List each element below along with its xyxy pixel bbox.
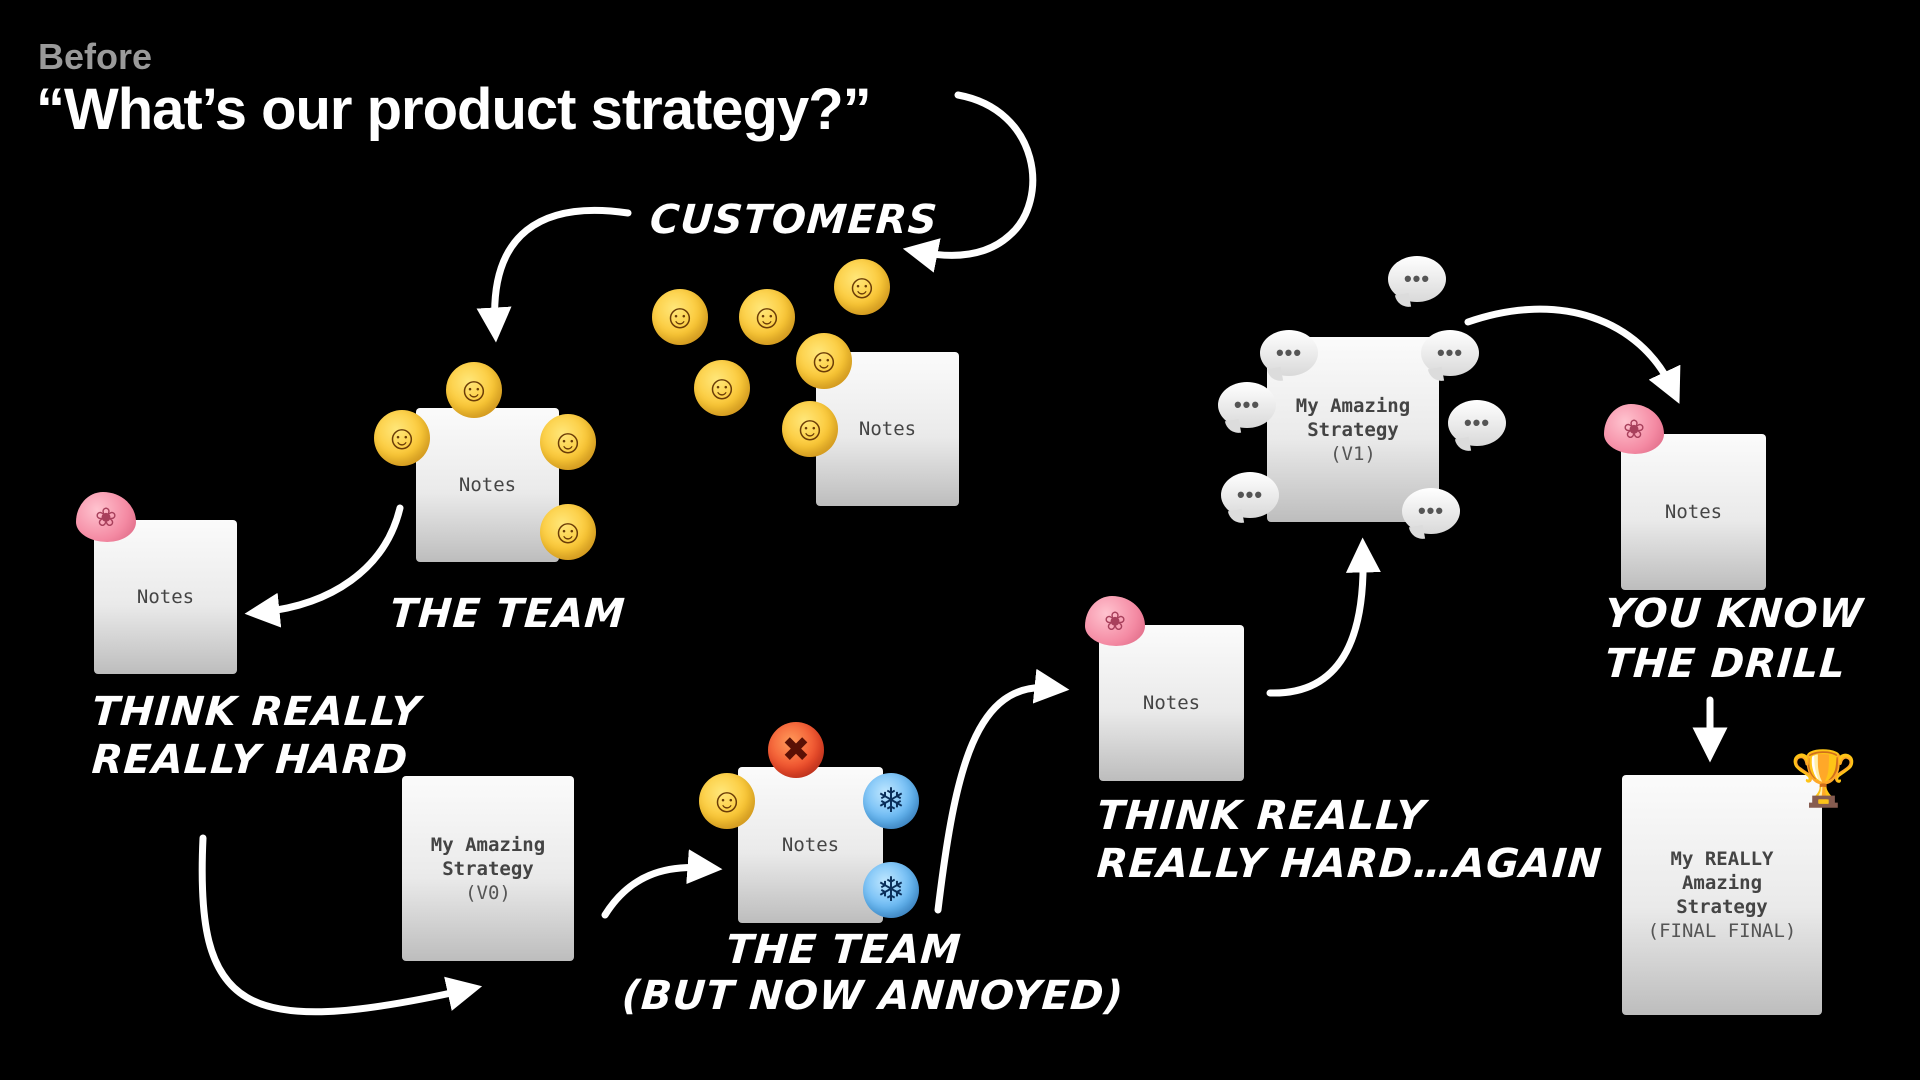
speech-bubble-icon: ••• <box>1218 382 1276 428</box>
smiling-face-icon: ☺ <box>782 401 838 457</box>
smiling-face-icon: ☺ <box>796 333 852 389</box>
strategy-v1-line1: My Amazing <box>1295 394 1411 417</box>
strategy-final-version: (FINAL FINAL) <box>1647 920 1797 942</box>
smiling-face-icon: ☺ <box>652 289 708 345</box>
strategy-v1-card: My Amazing Strategy (V1) <box>1267 337 1439 522</box>
strategy-v0-line1: My Amazing <box>430 833 546 856</box>
arrow-team-annoyed-to-think-again <box>934 668 1070 914</box>
strategy-v0-card: My Amazing Strategy (V0) <box>402 776 574 961</box>
arrow-v0-to-team-annoyed <box>601 849 723 919</box>
strategy-final-card: My REALLY Amazing Strategy (FINAL FINAL) <box>1622 775 1822 1015</box>
cold-face-icon: ❄ <box>863 773 919 829</box>
strategy-final-line1: My REALLY <box>1670 848 1774 870</box>
strategy-v0-version: (V0) <box>465 881 511 904</box>
dizzy-face-icon: ☺ <box>699 773 755 829</box>
notes-card-team-annoyed: Notes <box>738 767 883 923</box>
angry-face-icon: ✖ <box>768 722 824 778</box>
strategy-final-line3: Strategy <box>1676 896 1768 918</box>
notes-card-drill: Notes <box>1621 434 1766 590</box>
smiling-face-icon: ☺ <box>694 360 750 416</box>
brain-icon: ❀ <box>76 492 136 542</box>
screaming-face-icon: ❄ <box>863 862 919 918</box>
smiling-face-icon: ☺ <box>834 259 890 315</box>
label-drill-line2: THE DRILL <box>1603 641 1848 687</box>
arrow-think-again-to-v1 <box>1266 537 1381 697</box>
notes-card-label: Notes <box>1142 692 1201 714</box>
label-customers: CUSTOMERS <box>648 197 940 243</box>
notes-card-think: Notes <box>94 520 237 674</box>
notes-card-team: Notes <box>416 408 559 562</box>
notes-card-label: Notes <box>781 834 840 856</box>
label-the-team: THE TEAM <box>388 591 627 637</box>
brain-icon: ❀ <box>1085 596 1145 646</box>
brain-icon: ❀ <box>1604 404 1664 454</box>
notes-card-label: Notes <box>1664 501 1723 523</box>
label-think-hard-line1: THINK REALLY <box>90 689 423 735</box>
speech-bubble-icon: ••• <box>1402 488 1460 534</box>
arrow-v1-to-notes <box>1464 305 1681 404</box>
speech-bubble-icon: ••• <box>1421 330 1479 376</box>
label-team-annoyed-line2: (BUT NOW ANNOYED) <box>620 973 1126 1019</box>
notes-card-think-again: Notes <box>1099 625 1244 781</box>
arrow-customers-to-team <box>476 206 632 343</box>
arrow-team-to-think <box>244 504 404 628</box>
money-face-icon: ☺ <box>374 410 430 466</box>
strategy-v0-line2: Strategy <box>442 857 534 880</box>
speech-bubble-icon: ••• <box>1448 400 1506 446</box>
notes-card-label: Notes <box>858 418 917 440</box>
notes-card-label: Notes <box>136 586 195 608</box>
label-drill-line1: YOU KNOW <box>1603 591 1866 637</box>
trophy-icon: 🏆 <box>1790 749 1858 809</box>
label-team-annoyed-line1: THE TEAM <box>724 927 963 973</box>
speech-bubble-icon: ••• <box>1221 472 1279 518</box>
cowboy-face-icon: ☺ <box>540 414 596 470</box>
slide-title: “What’s our product strategy?” <box>36 77 872 142</box>
speech-bubble-icon: ••• <box>1388 256 1446 302</box>
arrow-think-to-v0 <box>198 834 483 1016</box>
strategy-final-line2: Amazing <box>1681 872 1763 894</box>
sunglasses-face-icon: ☺ <box>540 504 596 560</box>
label-think-hard-line2: REALLY HARD <box>90 737 410 783</box>
smiling-face-icon: ☺ <box>739 289 795 345</box>
pre-title: Before <box>38 36 153 77</box>
speech-bubble-icon: ••• <box>1260 330 1318 376</box>
label-think-again-line2: REALLY HARD…AGAIN <box>1095 841 1604 887</box>
nerd-face-icon: ☺ <box>446 362 502 418</box>
strategy-v1-line2: Strategy <box>1307 418 1399 441</box>
arrow-title-to-customers <box>902 91 1037 273</box>
label-think-again-line1: THINK REALLY <box>1095 793 1428 839</box>
notes-card-label: Notes <box>458 474 517 496</box>
strategy-v1-version: (V1) <box>1330 442 1376 465</box>
